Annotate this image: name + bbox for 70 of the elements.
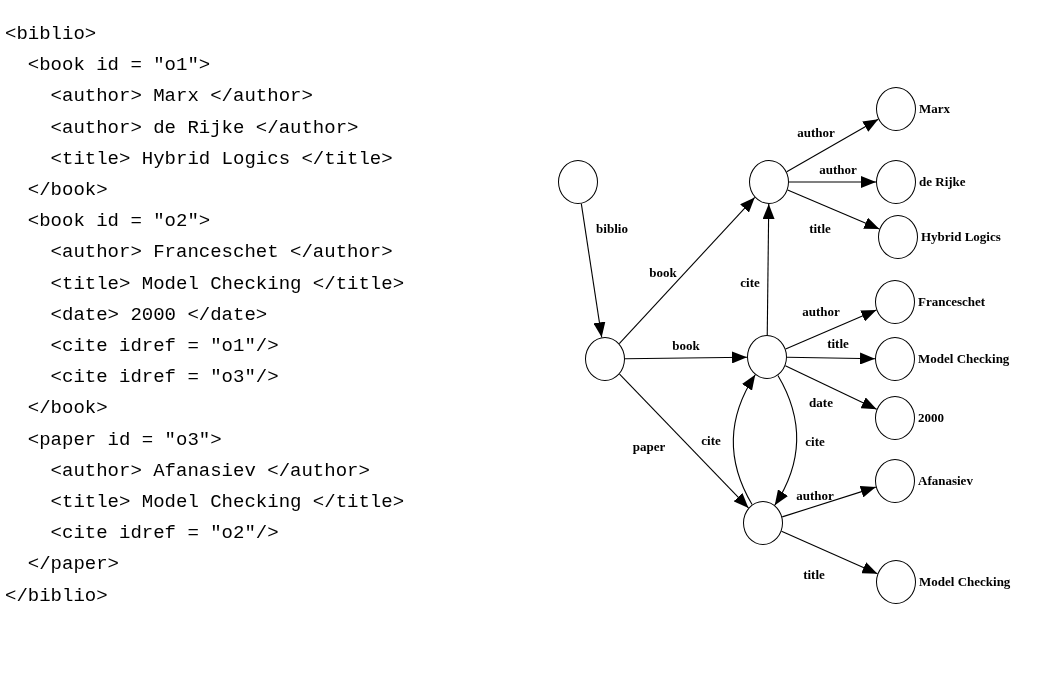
arrow	[785, 309, 877, 350]
arrow	[781, 530, 878, 575]
code-line: <cite idref = "o2"/>	[50, 521, 279, 546]
graph-node-circle	[749, 160, 789, 204]
edge-label: book	[649, 264, 677, 280]
arrow	[786, 352, 876, 365]
arrow	[786, 118, 879, 173]
edge-label: cite	[701, 432, 721, 448]
edge-label: title	[827, 335, 849, 351]
code-line: <paper id = "o3">	[27, 427, 222, 452]
arrow	[619, 373, 749, 509]
code-line: <cite idref = "o3"/>	[50, 365, 279, 390]
arrow	[784, 365, 878, 410]
arrow	[781, 485, 877, 518]
code-line: <author> Marx </author>	[50, 84, 313, 109]
graph-node-circle	[875, 459, 915, 503]
graph-node-circle	[747, 335, 787, 379]
edge-label: book	[672, 337, 700, 353]
code-line: <author> Afanasiev </author>	[50, 458, 370, 483]
code-line: <book id = "o1">	[27, 53, 211, 78]
code-line: </book>	[27, 396, 108, 421]
edge-label: paper	[632, 438, 666, 454]
node-value-label: Afanasiev	[918, 473, 973, 488]
code-line: </paper>	[27, 552, 119, 577]
code-line: <title> Model Checking </title>	[50, 271, 405, 296]
graph-node-circle	[875, 337, 915, 381]
graph-node-circle	[876, 560, 916, 604]
graph-node-circle	[585, 337, 625, 381]
node-value-label: Model Checking	[919, 574, 1011, 589]
edge-label: author	[802, 303, 840, 319]
node-value-label: Marx	[919, 101, 951, 116]
edge-label: author	[797, 124, 835, 140]
edge-label: title	[809, 220, 831, 236]
node-value-label: Franceschet	[918, 294, 986, 309]
code-line: <date> 2000 </date>	[50, 302, 268, 327]
edge-label: date	[809, 394, 833, 410]
code-line: <title> Model Checking </title>	[50, 490, 405, 514]
edge-label: cite	[740, 274, 760, 290]
code-line: </book>	[27, 178, 108, 202]
arrow	[788, 176, 877, 188]
code-line: <book id = "o2">	[27, 209, 211, 234]
graph-node-circle	[876, 160, 916, 204]
edge-label: cite	[805, 433, 825, 449]
code-line: <cite idref = "o1"/>	[50, 334, 279, 358]
graph-node-circle	[558, 160, 598, 204]
graph-node-circle	[875, 280, 915, 324]
node-value-label: de Rijke	[919, 174, 966, 189]
code-line: <title> Hybrid Logics </title>	[50, 146, 393, 171]
edge-label: author	[796, 487, 834, 503]
graph-node-circle	[743, 501, 783, 545]
node-value-label: 2000	[918, 410, 944, 425]
edge-label: biblio	[596, 220, 628, 236]
edge-label: author	[819, 161, 857, 177]
arrow	[732, 374, 756, 506]
graph-node-circle	[878, 215, 918, 259]
node-value-label: Hybrid Logics	[921, 229, 1001, 244]
code-line: </biblio>	[5, 583, 108, 608]
arrow	[787, 189, 880, 230]
node-value-label: Model Checking	[918, 351, 1010, 366]
code-line: <author> de Rijke </author>	[50, 115, 359, 140]
arrow	[624, 351, 748, 364]
graph-node-circle	[876, 87, 916, 131]
arrow	[618, 196, 756, 345]
code-line: <biblio>	[5, 22, 97, 46]
arrow	[774, 374, 798, 506]
edge-label: title	[803, 566, 825, 582]
graph-node-circle	[875, 396, 915, 440]
arrow	[580, 203, 606, 338]
arrow	[762, 203, 775, 336]
code-line: <author> Franceschet </author>	[50, 240, 393, 265]
